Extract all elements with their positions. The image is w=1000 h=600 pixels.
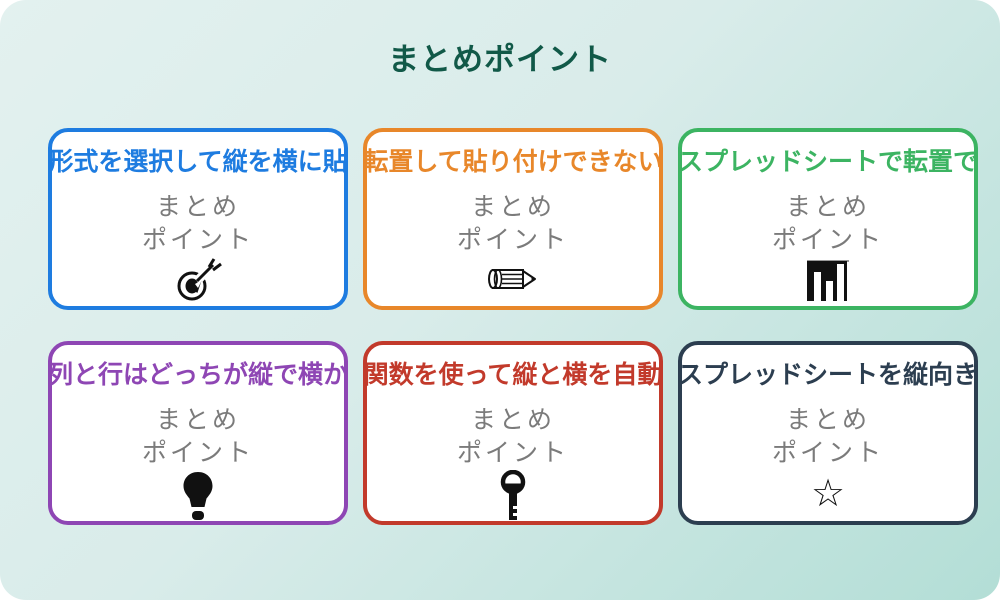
card-subtitle-line1: まとめ: [785, 193, 870, 221]
card-subtitle-line2: ポイント: [456, 226, 569, 254]
card-title: 形式を選択して縦を横に貼: [48, 148, 348, 176]
card-subtitle-line1: まとめ: [155, 406, 240, 434]
card-subtitle-line2: ポイント: [771, 226, 884, 254]
star-glyph: ☆: [810, 470, 846, 515]
pencil-icon: [487, 257, 539, 306]
target-arrow-icon: [173, 257, 223, 311]
star-icon: ☆: [811, 470, 845, 521]
summary-card-rows-columns: 列と行はどっちが縦で横か まとめ ポイント: [48, 341, 348, 525]
card-grid: 形式を選択して縦を横に貼 まとめ ポイント 転置して貼り付けできない まとめ: [48, 128, 978, 525]
lightbulb-icon: [179, 470, 217, 528]
summary-card-spreadsheet-transpose: スプレッドシートで転置で まとめ ポイント: [678, 128, 978, 310]
card-title: スプレッドシートを縦向き: [678, 361, 979, 389]
card-title: スプレッドシートで転置で: [678, 148, 979, 176]
card-subtitle-line1: まとめ: [470, 406, 555, 434]
card-subtitle-line2: ポイント: [141, 439, 254, 467]
card-subtitle-line1: まとめ: [155, 193, 240, 221]
card-title: 関数を使って縦と横を自動: [363, 361, 663, 389]
summary-card-function-auto: 関数を使って縦と横を自動 まとめ ポイント: [363, 341, 663, 525]
card-subtitle-line1: まとめ: [470, 193, 555, 221]
card-title: 列と行はどっちが縦で横か: [48, 361, 349, 389]
summary-card-paste-format: 形式を選択して縦を横に貼 まとめ ポイント: [48, 128, 348, 310]
card-subtitle-line2: ポイント: [456, 439, 569, 467]
summary-card-transpose-paste: 転置して貼り付けできない まとめ ポイント: [363, 128, 663, 310]
card-title: 転置して貼り付けできない: [363, 148, 663, 176]
card-subtitle-line1: まとめ: [785, 406, 870, 434]
key-icon: [498, 470, 528, 530]
card-subtitle-line2: ポイント: [141, 226, 254, 254]
summary-card-spreadsheet-vertical: スプレッドシートを縦向き まとめ ポイント ☆: [678, 341, 978, 525]
page-title: まとめポイント: [388, 42, 612, 77]
bar-chart-icon: [805, 257, 851, 309]
card-subtitle-line2: ポイント: [771, 439, 884, 467]
